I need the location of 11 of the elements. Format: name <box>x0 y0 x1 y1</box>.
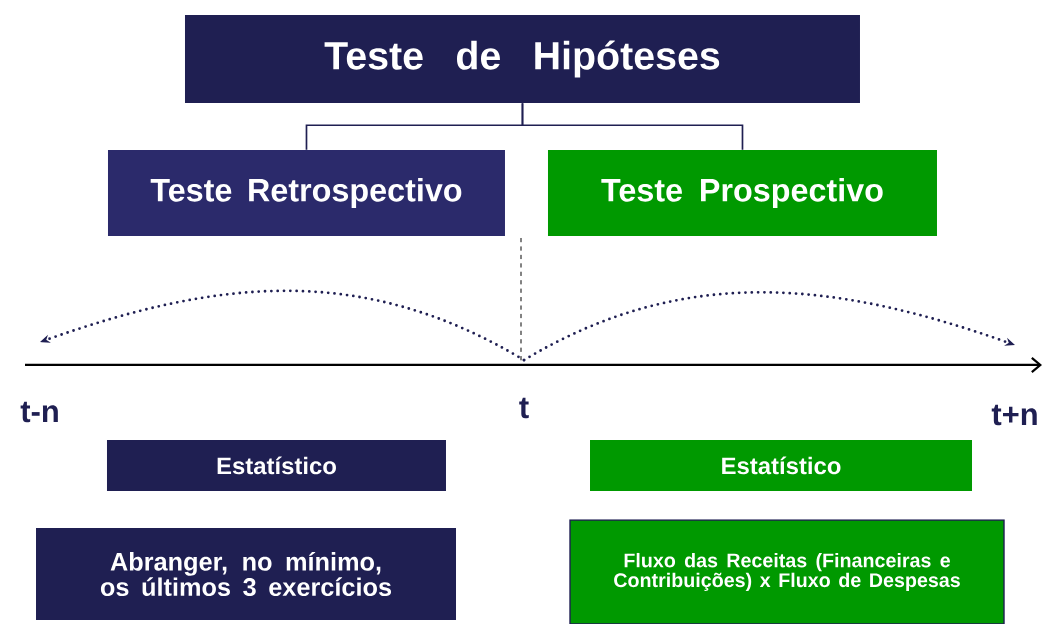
bracket-line <box>521 102 744 151</box>
label-box: Teste Retrospectivo <box>108 150 505 236</box>
label-box: Estatístico <box>107 439 446 491</box>
time-label: t-n <box>20 401 58 423</box>
label-box: Teste Prospectivo <box>548 150 937 236</box>
time-label: t <box>519 397 529 419</box>
label-box: Abranger, no mínimo, os últimos 3 exercícios <box>36 528 456 620</box>
time-label: t+n <box>991 404 1037 426</box>
label-box: Fluxo das Receitas (Financeiras e Contribuições) x Fluxo de Despesas <box>569 519 1005 624</box>
label-box: Teste de Hipóteses <box>185 15 860 103</box>
label-box: Estatístico <box>590 439 972 491</box>
